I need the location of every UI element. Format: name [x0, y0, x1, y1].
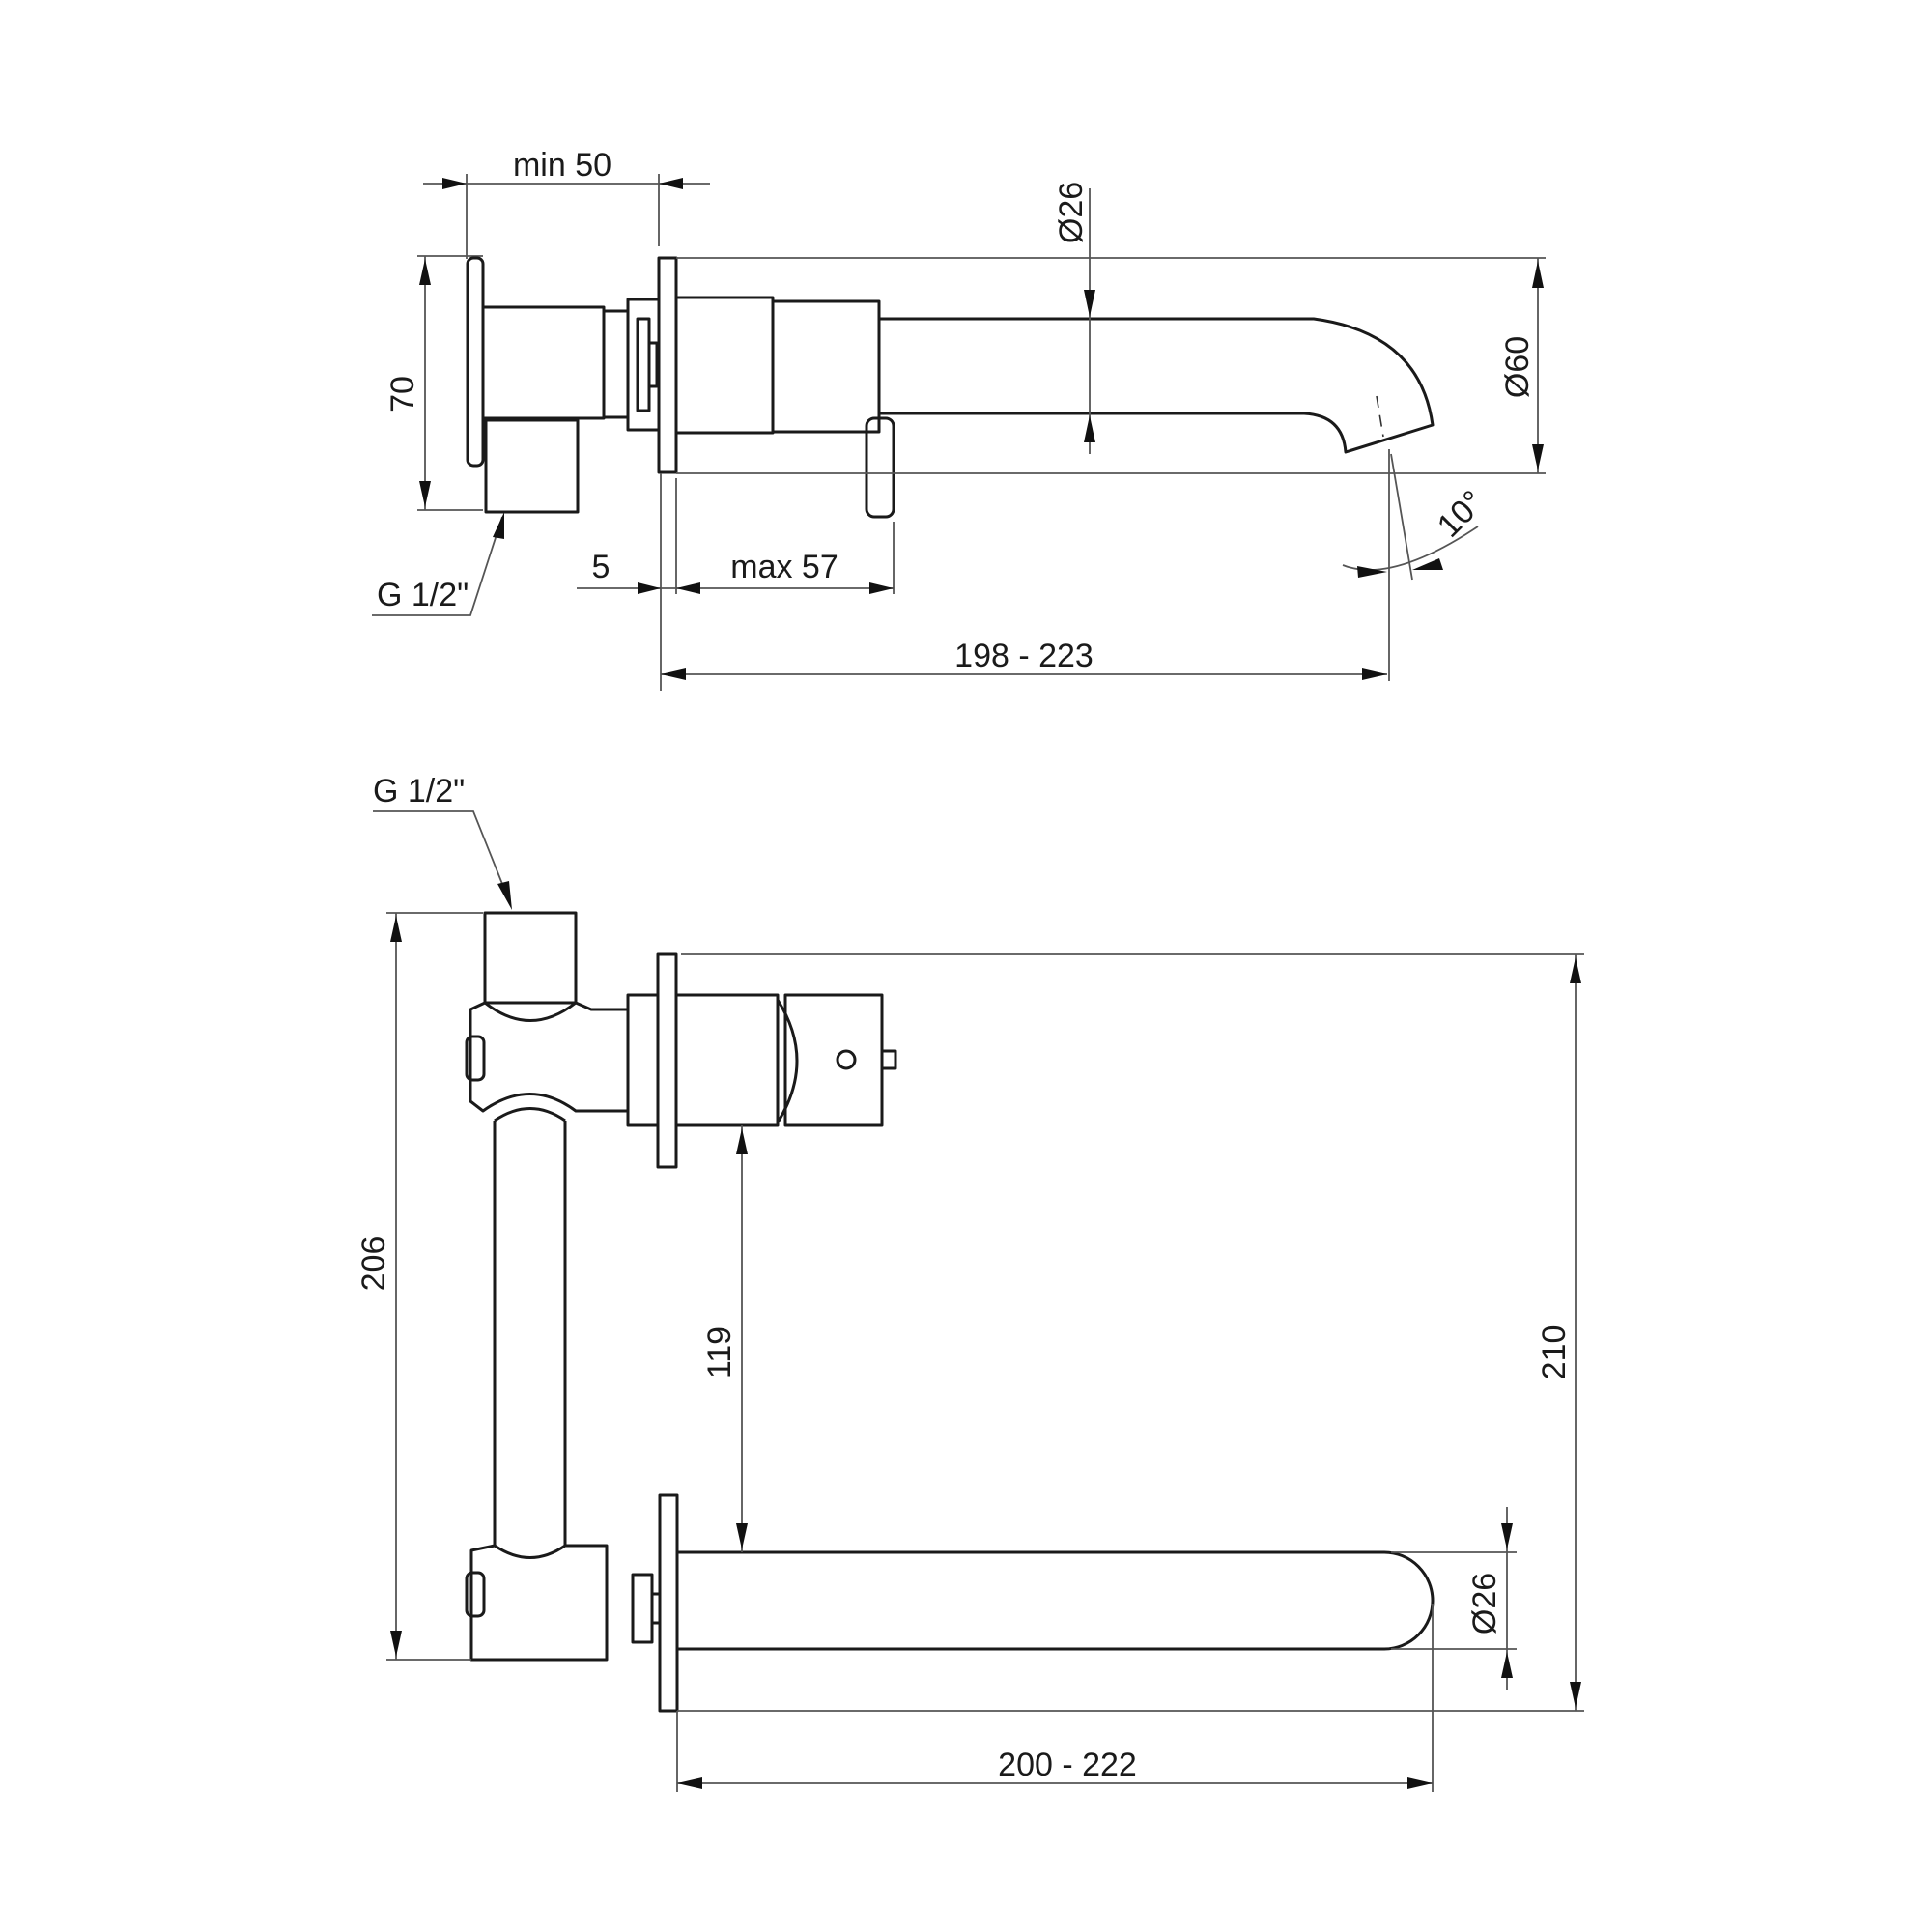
label-inlet-thread: G 1/2" [377, 577, 469, 613]
dim-spout-diameter: Ø26 [1053, 182, 1090, 243]
dim-max-57: max 57 [730, 549, 838, 585]
side-view: min 50 70 Ø26 [372, 147, 1546, 691]
label-inlet-thread-front: G 1/2" [373, 773, 465, 810]
dim-70: 70 [384, 376, 421, 412]
dim-spout-reach: 198 - 223 [954, 638, 1094, 674]
front-view: G 1/2" 206 119 [355, 773, 1584, 1792]
dim-angle: 10° [1431, 484, 1492, 545]
dim-min-50: min 50 [513, 147, 611, 184]
dim-body-height: 206 [355, 1236, 392, 1292]
dim-rosette-diameter: Ø60 [1499, 336, 1536, 398]
dim-spout-diameter-front: Ø26 [1466, 1573, 1503, 1634]
dim-spout-reach-front: 200 - 222 [998, 1747, 1137, 1783]
dim-overall-height: 210 [1536, 1325, 1573, 1380]
dim-lever-to-spout: 119 [701, 1326, 738, 1378]
dim-gap-5: 5 [592, 549, 611, 585]
